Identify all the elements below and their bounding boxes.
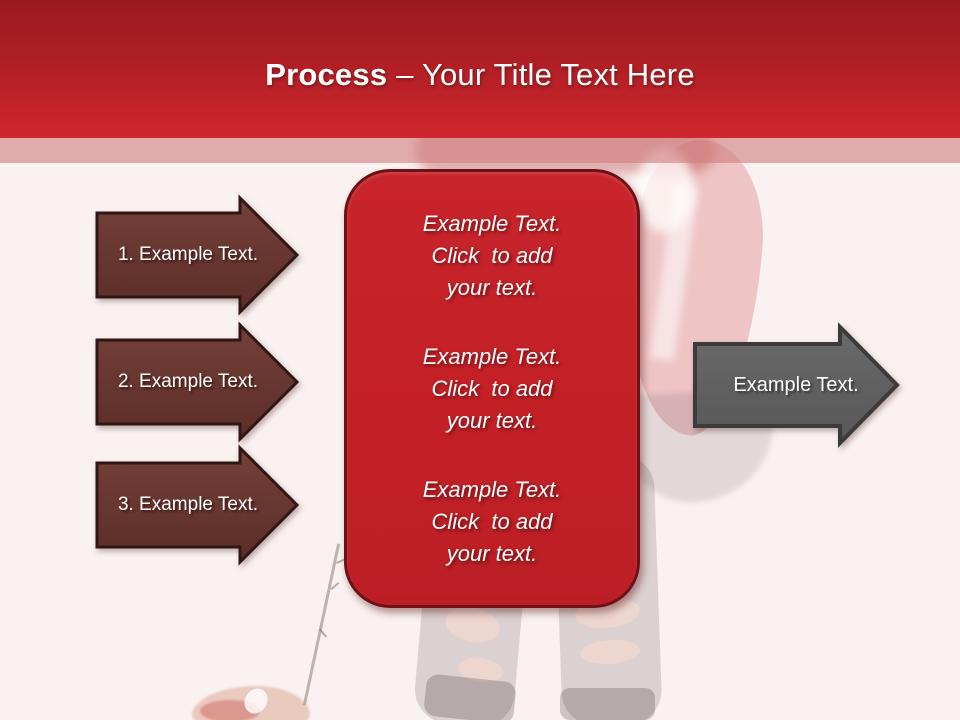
step-arrow-2[interactable]: 2. Example Text.: [95, 321, 300, 443]
placeholder-text-line: Click to add: [431, 242, 553, 268]
title-emphasis: Process: [265, 57, 388, 92]
placeholder-paragraph: Example Text. Click to add your text.: [347, 474, 637, 570]
step-arrow-1[interactable]: 1. Example Text.: [95, 194, 300, 316]
slide-title[interactable]: Process– Your Title Text Here: [265, 45, 695, 93]
output-arrow[interactable]: Example Text.: [693, 322, 900, 448]
placeholder-text-line: Example Text.: [422, 476, 562, 502]
right-arrow-icon: [95, 194, 300, 316]
placeholder-text-line: your text.: [446, 407, 538, 433]
placeholder-text-line: Click to add: [431, 508, 553, 534]
figure-right-boot-shape: [560, 688, 655, 720]
step-label: 3. Example Text.: [117, 494, 259, 515]
placeholder-text-line: Example Text.: [422, 210, 562, 236]
placeholder-paragraph: Example Text. Click to add your text.: [347, 208, 637, 304]
right-arrow-icon: [693, 322, 900, 448]
right-arrow-icon: [95, 321, 300, 443]
placeholder-text-line: your text.: [446, 540, 538, 566]
step-label: 1. Example Text.: [117, 244, 259, 265]
placeholder-paragraph: Example Text. Click to add your text.: [347, 341, 637, 437]
placeholder-text-line: your text.: [446, 274, 538, 300]
right-arrow-icon: [95, 444, 300, 566]
title-band: Process– Your Title Text Here: [0, 0, 960, 138]
placeholder-text-line: Example Text.: [422, 343, 562, 369]
output-label: Example Text.: [733, 373, 859, 396]
placeholder-text-line: Click to add: [431, 375, 553, 401]
title-rest: – Your Title Text Here: [396, 57, 695, 92]
step-label: 2. Example Text.: [117, 371, 259, 392]
pink-accent-strip: [0, 138, 960, 163]
step-arrow-3[interactable]: 3. Example Text.: [95, 444, 300, 566]
center-text-box[interactable]: Example Text. Click to add your text. Ex…: [344, 169, 640, 608]
